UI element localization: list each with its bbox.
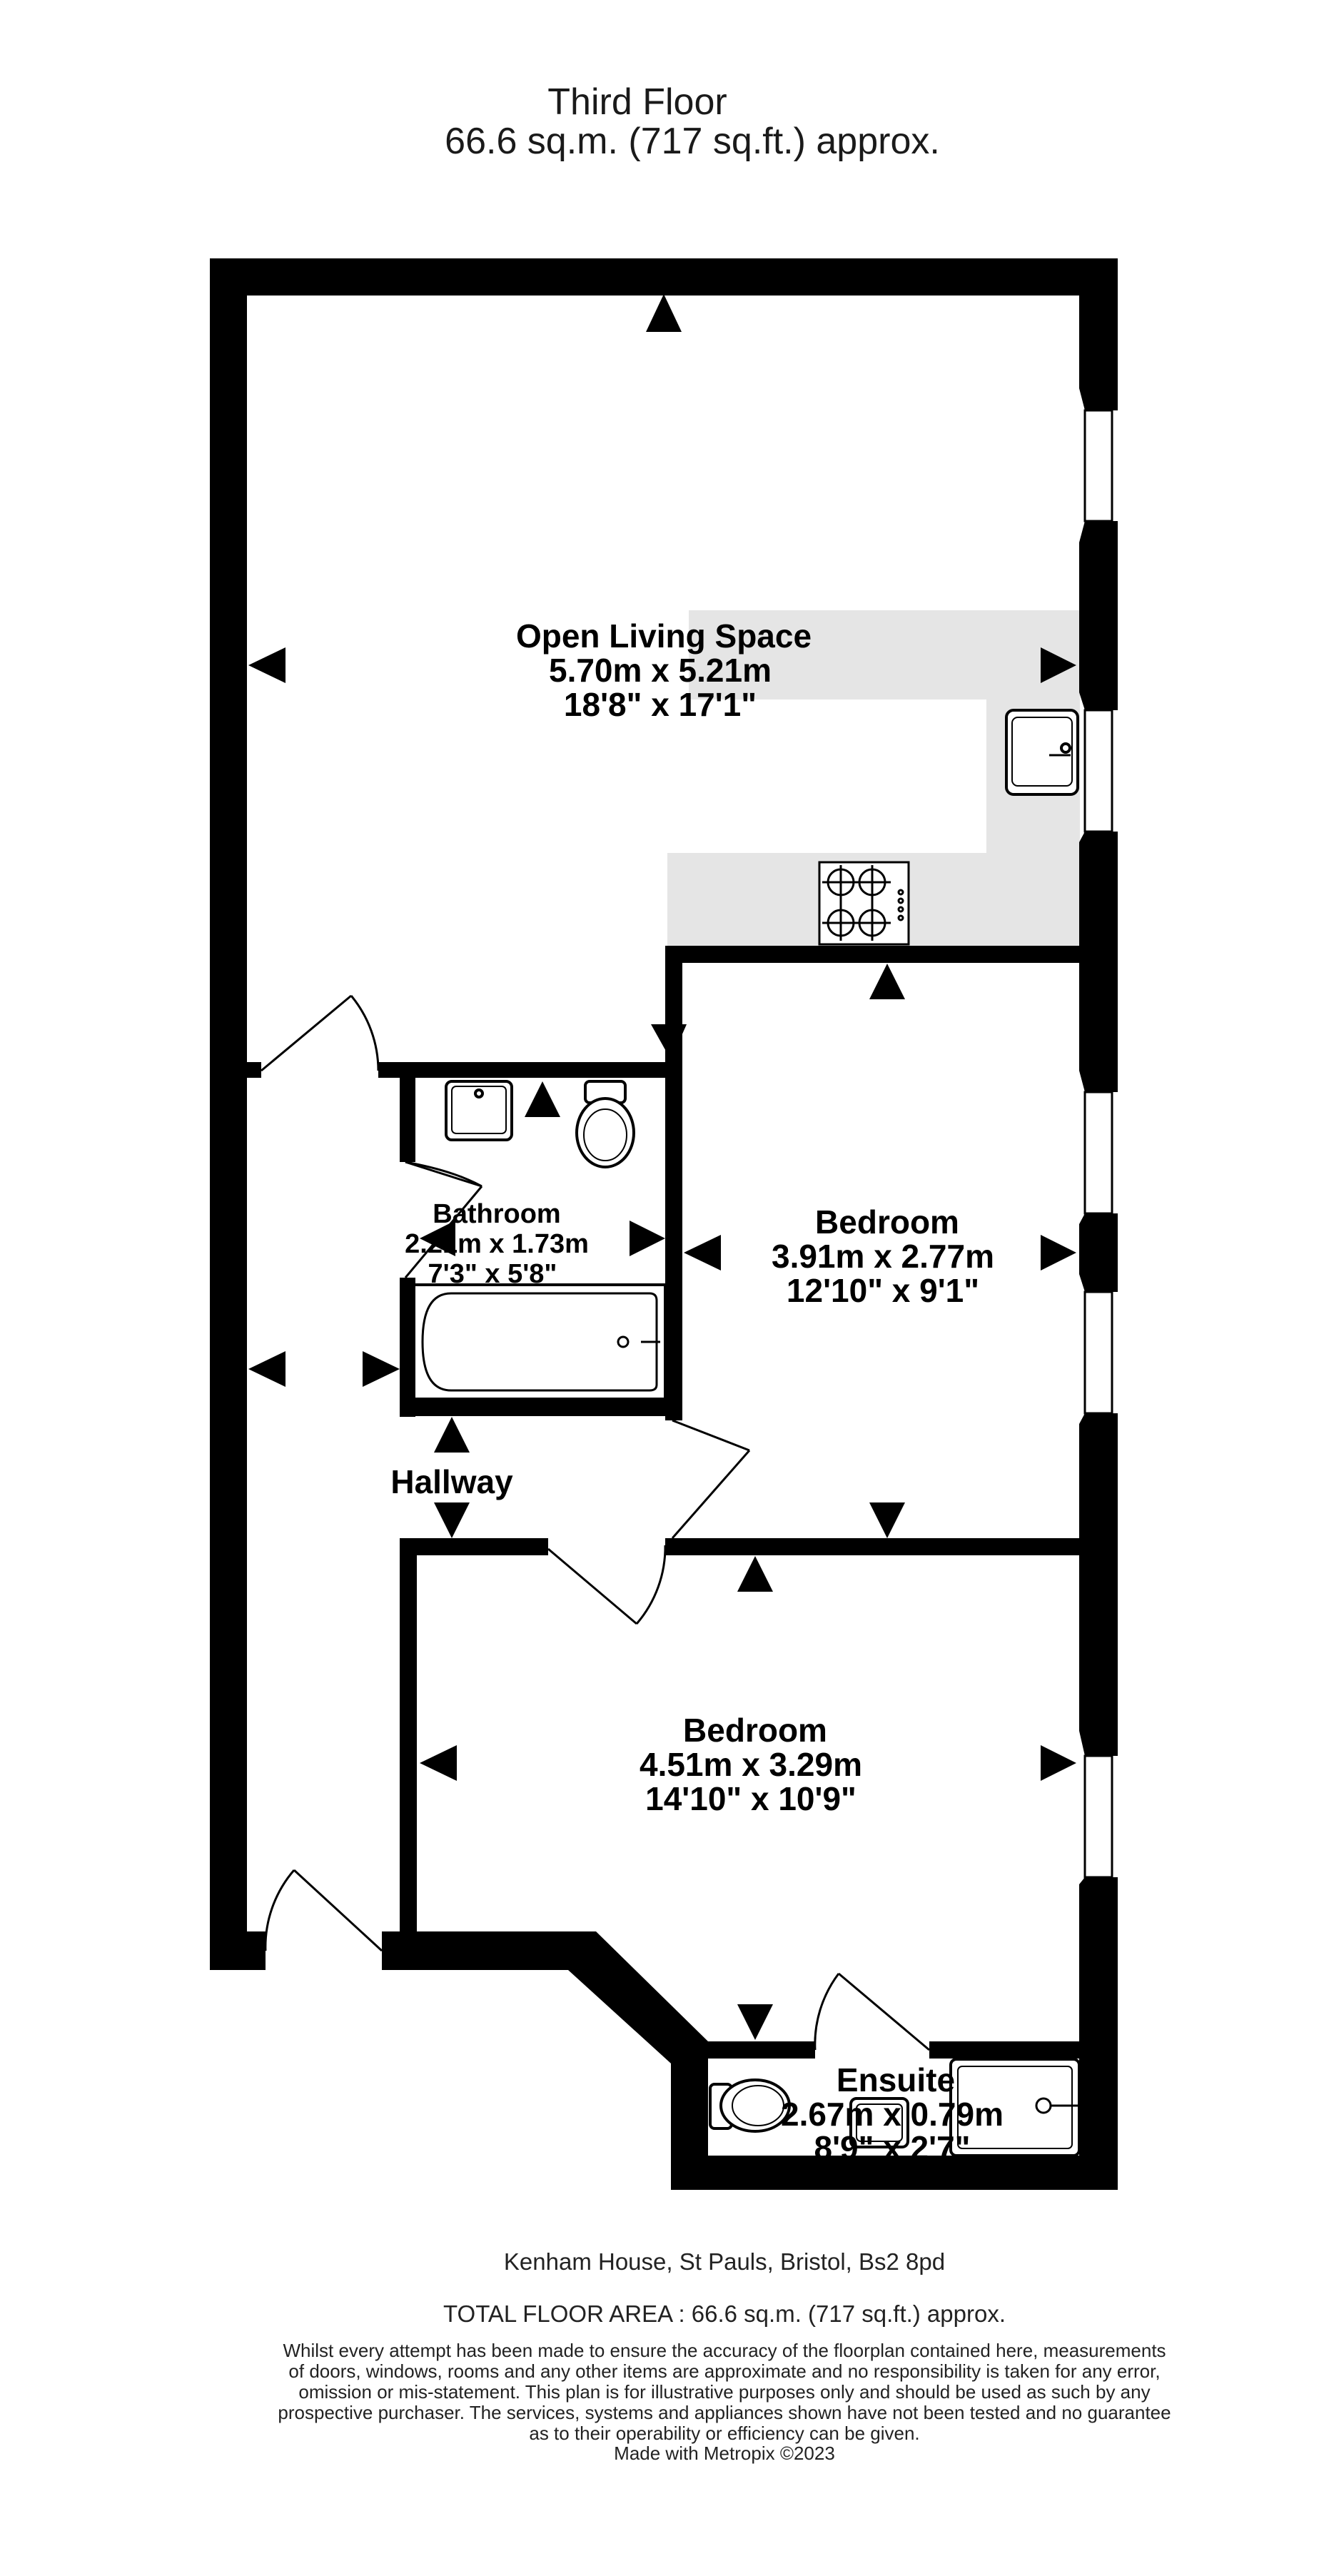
dimension-arrows xyxy=(248,294,1076,2040)
room-bedroom-1: Bedroom 3.91m x 2.77m 12'10" x 9'1" xyxy=(772,1203,994,1309)
credit: Made with Metropix ©2023 xyxy=(614,2443,835,2464)
room-name: Bathroom xyxy=(433,1199,560,1229)
disclaimer-line: of doors, windows, rooms and any other i… xyxy=(288,2360,1160,2382)
room-metric: 3.91m x 2.77m xyxy=(772,1238,994,1275)
windows xyxy=(1083,409,1113,1879)
room-name: Open Living Space xyxy=(516,617,812,655)
address: Kenham House, St Pauls, Bristol, Bs2 8pd xyxy=(504,2248,945,2275)
disclaimer-line: omission or mis-statement. This plan is … xyxy=(298,2381,1150,2403)
room-name: Hallway xyxy=(390,1463,513,1500)
floor-title: Third Floor xyxy=(547,81,727,123)
room-bedroom-2: Bedroom 4.51m x 3.29m 14'10" x 10'9" xyxy=(640,1712,862,1817)
room-bathroom: Bathroom 2.21m x 1.73m 7'3" x 5'8" xyxy=(405,1199,589,1289)
bath-icon xyxy=(413,1283,667,1400)
room-living: Open Living Space 5.70m x 5.21m 18'8" x … xyxy=(516,617,812,723)
room-imperial: 8'9" x 2'7" xyxy=(814,2129,971,2166)
room-imperial: 7'3" x 5'8" xyxy=(428,1259,557,1289)
room-imperial: 14'10" x 10'9" xyxy=(645,1780,856,1817)
ensuite-toilet-icon xyxy=(709,2079,791,2133)
room-metric: 2.21m x 1.73m xyxy=(405,1229,589,1259)
shower-icon xyxy=(949,2058,1081,2157)
toilet-icon xyxy=(575,1080,635,1168)
room-ensuite: Ensuite 2.67m x 0.79m 8'9" x 2'7" xyxy=(781,2061,1004,2166)
disclaimer-line: as to their operability or efficiency ca… xyxy=(529,2423,919,2444)
room-name: Ensuite xyxy=(837,2061,955,2098)
sink-icon xyxy=(1005,709,1079,796)
floor-area: 66.6 sq.m. (717 sq.ft.) approx. xyxy=(445,121,940,162)
room-metric: 4.51m x 3.29m xyxy=(640,1746,862,1783)
doors xyxy=(261,994,930,2051)
hob-icon xyxy=(818,861,910,946)
room-name: Bedroom xyxy=(683,1712,827,1749)
total-floor-area: TOTAL FLOOR AREA : 66.6 sq.m. (717 sq.ft… xyxy=(443,2300,1006,2327)
room-metric: 2.67m x 0.79m xyxy=(781,2096,1004,2133)
ensuite-basin-icon xyxy=(849,2097,909,2148)
room-name: Bedroom xyxy=(815,1203,959,1241)
disclaimer-line: prospective purchaser. The services, sys… xyxy=(278,2402,1171,2423)
room-imperial: 18'8" x 17'1" xyxy=(564,686,757,723)
walls xyxy=(210,258,1118,2190)
room-imperial: 12'10" x 9'1" xyxy=(787,1272,979,1309)
room-hallway: Hallway xyxy=(390,1463,513,1500)
window-reveals xyxy=(1079,388,1118,1884)
disclaimer-line: Whilst every attempt has been made to en… xyxy=(283,2340,1166,2361)
room-metric: 5.70m x 5.21m xyxy=(549,652,772,689)
basin-icon xyxy=(445,1080,513,1141)
